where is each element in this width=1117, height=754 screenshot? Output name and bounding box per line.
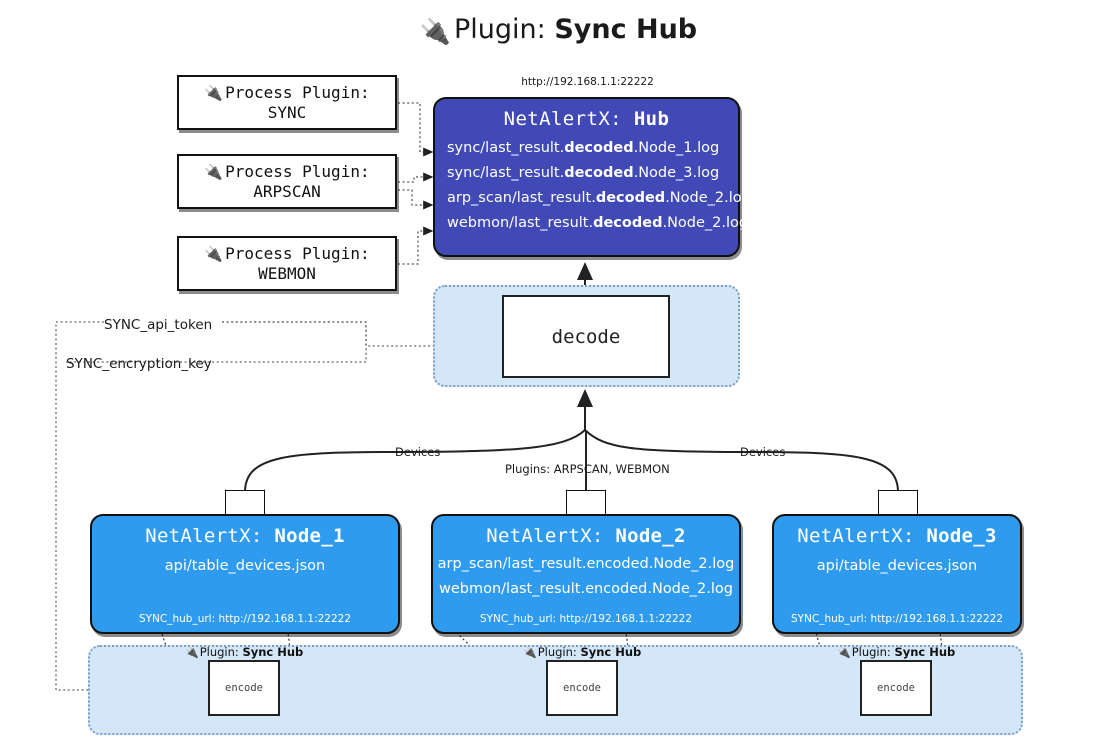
encoder-label-prefix: Plugin: [199, 645, 243, 659]
page-title: 🔌Plugin: Sync Hub [0, 14, 1117, 47]
plug-icon: 🔌 [523, 646, 537, 659]
hub-row-mid: decoded [564, 165, 634, 181]
process-plugin-sync[interactable]: 🔌Process Plugin: SYNC [177, 75, 397, 130]
process-plugin-heading: 🔌Process Plugin: [204, 244, 369, 263]
plug-icon: 🔌 [204, 244, 224, 263]
encode-box[interactable]: encode [208, 660, 280, 716]
plug-icon: 🔌 [185, 646, 199, 659]
process-plugin-heading: 🔌Process Plugin: [204, 162, 369, 181]
encode-box[interactable]: encode [546, 660, 618, 716]
edge-label-plugins: Plugins: ARPSCAN, WEBMON [505, 462, 670, 476]
plug-icon: 🔌 [204, 83, 224, 102]
edge-label-devices-right: Devices [740, 445, 786, 459]
process-plugin-arpscan[interactable]: 🔌Process Plugin: ARPSCAN [177, 154, 397, 209]
node-source-line: arp_scan/last_result.encoded.Node_2.log [437, 556, 735, 572]
hub-row-post: .Node_2.log [662, 215, 749, 231]
sync-encryption-key-label: SYNC_encryption_key [66, 356, 212, 372]
process-plugin-name: WEBMON [258, 264, 316, 283]
node-title-name: Node_1 [274, 525, 345, 547]
node-source-line: webmon/last_result.encoded.Node_2.log [438, 581, 733, 597]
process-plugin-name: SYNC [267, 103, 307, 122]
encoder-label-name: Sync Hub [894, 645, 956, 659]
node-title: NetAlertX: Node_1 [92, 525, 398, 547]
node-title: NetAlertX: Node_3 [774, 525, 1020, 547]
process-plugin-label: Process Plugin: [225, 162, 370, 181]
encoder-label-name: Sync Hub [580, 645, 642, 659]
node-title-name: Node_2 [615, 525, 686, 547]
encode-box[interactable]: encode [860, 660, 932, 716]
node-title: NetAlertX: Node_2 [433, 525, 739, 547]
hub-row-post: .Node_2.log [665, 190, 751, 206]
hub-title-name: Hub [633, 108, 670, 130]
node-title-prefix: NetAlertX: [145, 525, 275, 547]
plug-icon: 🔌 [837, 646, 851, 659]
plug-icon: 🔌 [204, 162, 224, 181]
hub-row: sync/last_result.decoded.Node_1.log [435, 136, 738, 161]
hub-node[interactable]: NetAlertX: Hub sync/last_result.decoded.… [433, 97, 751, 257]
hub-row-post: .Node_3.log [633, 165, 720, 181]
hub-title-prefix: NetAlertX: [503, 108, 634, 130]
node-1[interactable]: NetAlertX: Node_1 api/table_devices.json… [90, 514, 400, 634]
node-hub-url-label: SYNC_hub_url: http://192.168.1.1:22222 [138, 613, 352, 625]
hub-row-mid: decoded [564, 140, 634, 156]
process-plugin-label: Process Plugin: [225, 244, 370, 263]
hub-row-post: .Node_1.log [633, 140, 720, 156]
title-name: Sync Hub [554, 14, 698, 45]
hub-row-pre: webmon/last_result. [447, 215, 594, 231]
process-plugin-webmon[interactable]: 🔌Process Plugin: WEBMON [177, 236, 397, 291]
title-prefix: Plugin: [453, 14, 555, 45]
hub-row-pre: sync/last_result. [447, 140, 565, 156]
hub-title: NetAlertX: Hub [435, 108, 738, 130]
hub-row-mid: decoded [593, 215, 663, 231]
encoder-plugin-label: 🔌Plugin: Sync Hub [837, 645, 955, 659]
plug-icon: 🔌 [419, 17, 451, 46]
sync-api-token-label: SYNC_api_token [104, 317, 213, 333]
edge-label-devices-left: Devices [395, 445, 441, 459]
hub-row-pre: arp_scan/last_result. [447, 190, 596, 206]
decode-box[interactable]: decode [502, 295, 670, 378]
node-title-prefix: NetAlertX: [797, 525, 927, 547]
encoder-label-name: Sync Hub [242, 645, 304, 659]
node-2[interactable]: NetAlertX: Node_2 arp_scan/last_result.e… [431, 514, 741, 634]
process-plugin-label: Process Plugin: [225, 83, 370, 102]
hub-url-label: http://192.168.1.1:22222 [521, 76, 654, 88]
node-title-prefix: NetAlertX: [486, 525, 616, 547]
hub-row: webmon/last_result.decoded.Node_2.log [435, 211, 748, 236]
hub-row: arp_scan/last_result.decoded.Node_2.log [435, 186, 751, 211]
node-title-name: Node_3 [926, 525, 997, 547]
node-source-line: api/table_devices.json [164, 558, 326, 574]
encoder-plugin-label: 🔌Plugin: Sync Hub [523, 645, 641, 659]
node-source-line: api/table_devices.json [816, 558, 978, 574]
node-hub-url-label: SYNC_hub_url: http://192.168.1.1:22222 [790, 613, 1004, 625]
encoder-label-prefix: Plugin: [537, 645, 581, 659]
hub-row-pre: sync/last_result. [447, 165, 565, 181]
encoder-plugin-label: 🔌Plugin: Sync Hub [185, 645, 303, 659]
hub-row-mid: decoded [595, 190, 666, 206]
node-3[interactable]: NetAlertX: Node_3 api/table_devices.json… [772, 514, 1022, 634]
node-hub-url-label: SYNC_hub_url: http://192.168.1.1:22222 [479, 613, 693, 625]
hub-row: sync/last_result.decoded.Node_3.log [435, 161, 738, 186]
process-plugin-name: ARPSCAN [253, 182, 321, 201]
process-plugin-heading: 🔌Process Plugin: [204, 83, 369, 102]
encoder-label-prefix: Plugin: [851, 645, 895, 659]
